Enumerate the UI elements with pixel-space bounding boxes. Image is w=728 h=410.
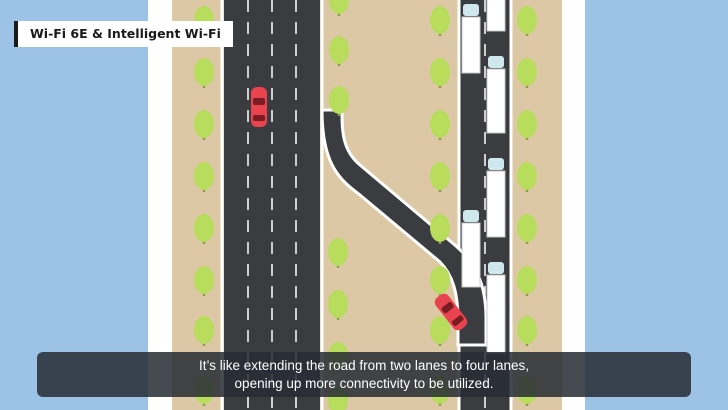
- truck-icon: [486, 262, 506, 354]
- truck-icon: [461, 4, 481, 74]
- tree-icon: [328, 290, 348, 320]
- truck-icon: [486, 0, 506, 32]
- truck-icon: [486, 158, 506, 238]
- car-icon: [434, 293, 468, 331]
- tree-icon: [329, 0, 349, 16]
- car-icon: [251, 87, 267, 127]
- right-verge: [560, 0, 585, 410]
- tree-icon: [430, 316, 450, 346]
- tree-icon: [430, 110, 450, 140]
- right-sand: [512, 0, 562, 410]
- trucks: [461, 0, 506, 354]
- tree-icon: [517, 6, 537, 36]
- left-verge: [148, 0, 174, 410]
- tree-icon: [430, 162, 450, 192]
- truck-icon: [486, 56, 506, 134]
- truck-icon: [461, 210, 481, 288]
- tree-icon: [517, 316, 537, 346]
- tree-icon: [194, 266, 214, 296]
- tree-icon: [194, 58, 214, 88]
- tree-icon: [328, 238, 348, 268]
- caption-line-2: opening up more connectivity to be utili…: [234, 376, 494, 391]
- tree-icon: [430, 266, 450, 296]
- tree-icon: [430, 214, 450, 244]
- caption-line-1: It’s like extending the road from two la…: [199, 358, 529, 373]
- tree-icon: [194, 214, 214, 244]
- tree-icon: [517, 58, 537, 88]
- tree-icon: [517, 110, 537, 140]
- connector-ramp: [320, 108, 488, 347]
- tree-icon: [517, 162, 537, 192]
- tree-icon: [329, 36, 349, 66]
- tree-icon: [194, 162, 214, 192]
- title-tag: Wi-Fi 6E & Intelligent Wi-Fi: [14, 21, 233, 47]
- tree-icon: [430, 58, 450, 88]
- tree-icon: [517, 266, 537, 296]
- tree-icon: [194, 316, 214, 346]
- tree-icon: [430, 6, 450, 36]
- tree-icon: [194, 110, 214, 140]
- tree-icon: [329, 86, 349, 116]
- subtitle-caption: It’s like extending the road from two la…: [37, 352, 691, 397]
- tree-icon: [517, 214, 537, 244]
